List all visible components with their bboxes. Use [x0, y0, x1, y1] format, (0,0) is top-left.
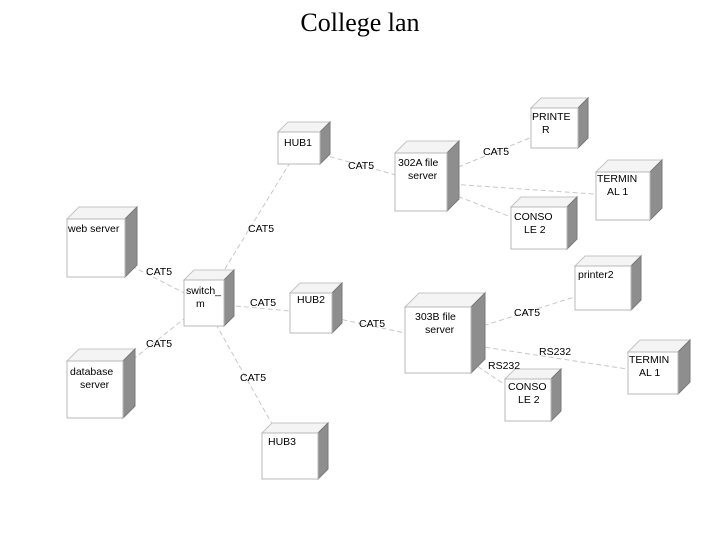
node-hub3: HUB3 [260, 421, 330, 481]
node-label: AL 1 [639, 367, 660, 379]
node-label: R [542, 124, 550, 136]
node-label: TERMIN [597, 173, 637, 185]
node-side-face [630, 254, 642, 312]
node-label: switch_ [186, 285, 221, 297]
node-label: server [80, 379, 110, 391]
node-label: CONSO [514, 211, 553, 223]
node-front-face [627, 351, 679, 395]
node-label: web server [67, 223, 120, 235]
node-label: TERMIN [629, 354, 669, 366]
node-label: 303B file [415, 311, 456, 323]
node-label: server [425, 324, 455, 336]
node-web-server: web server [65, 205, 139, 279]
node-side-face [446, 139, 460, 213]
link-label: CAT5 [514, 307, 540, 319]
link-label: CAT5 [146, 266, 172, 278]
node-front-face [595, 171, 651, 221]
node-printer2: printer2 [573, 254, 643, 312]
link-label: CAT5 [248, 223, 274, 235]
node-front-face [289, 292, 333, 334]
node-label: HUB1 [284, 137, 312, 149]
node-label: HUB2 [297, 294, 325, 306]
node-label: PRINTE [532, 111, 571, 123]
node-front-face [510, 206, 568, 250]
link-label: CAT5 [250, 297, 276, 309]
node-label: database [70, 366, 113, 378]
node-front-face [504, 378, 552, 422]
link-label: CAT5 [146, 338, 172, 350]
node-label: m [196, 298, 205, 310]
link-label: CAT5 [359, 318, 385, 330]
node-label: AL 1 [607, 186, 628, 198]
node-front-face [530, 107, 579, 149]
node-side-face [124, 205, 138, 279]
node-label: 302A file [398, 157, 438, 169]
link-switch-hub1 [203, 147, 300, 304]
node-side-face [122, 347, 136, 420]
node-hub2: HUB2 [288, 281, 344, 335]
node-front-face [574, 265, 632, 311]
node-side-face [317, 421, 329, 481]
node-front-face [261, 432, 319, 480]
node-front-face [66, 218, 126, 278]
node-front-face [183, 279, 225, 327]
node-switch: switch_m [182, 268, 236, 328]
node-top-face [509, 196, 579, 208]
link-labels-layer: CAT5CAT5CAT5CAT5CAT5CAT5CAT5CAT5CAT5RS23… [146, 146, 571, 384]
nodes-layer: web serverdatabaseserverswitch_mHUB1HUB2… [65, 96, 692, 481]
node-top-face [573, 255, 643, 267]
node-front-face [394, 152, 448, 212]
node-label: HUB3 [268, 436, 296, 448]
node-hub1: HUB1 [276, 120, 332, 166]
link-label: CAT5 [348, 160, 374, 172]
node-label: printer2 [578, 269, 614, 281]
node-front-face [277, 131, 321, 165]
node-front-face [404, 306, 472, 374]
node-label: server [408, 170, 438, 182]
node-side-face [550, 367, 562, 423]
node-label: LE 2 [518, 394, 540, 406]
node-front-face [66, 360, 124, 419]
link-label: CAT5 [240, 372, 266, 384]
link-label: RS232 [539, 346, 571, 358]
node-side-face [223, 268, 235, 328]
node-side-face [566, 195, 578, 251]
node-top-face [260, 422, 330, 434]
diagram-title: College lan [300, 8, 420, 37]
link-label: RS232 [488, 360, 520, 372]
node-label: LE 2 [524, 224, 546, 236]
links-layer [94, 127, 654, 457]
node-side-face [470, 291, 486, 375]
link-label: CAT5 [483, 146, 509, 158]
node-label: CONSO [508, 381, 547, 393]
